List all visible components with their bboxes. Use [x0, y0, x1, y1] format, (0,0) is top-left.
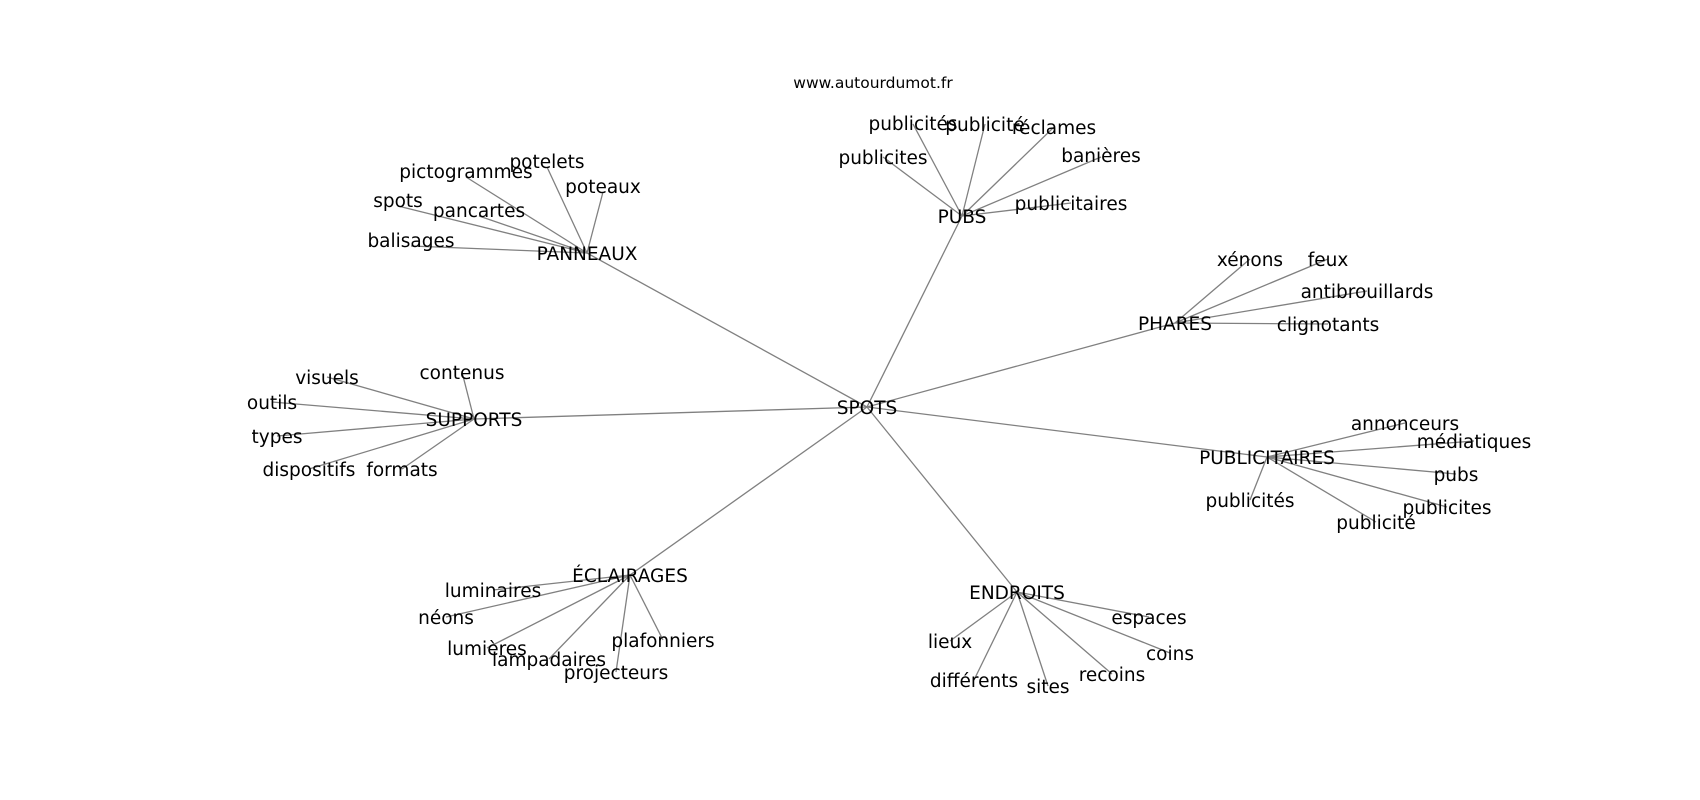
- leaf-node-lumieres: lumières: [447, 639, 527, 660]
- edge-center-pubs: [866, 215, 963, 408]
- edge-phares-clignotants: [1174, 322, 1329, 325]
- leaf-node-poteaux: poteaux: [565, 177, 641, 198]
- edge-publicitaires-publicites: [1266, 456, 1448, 508]
- edge-supports-formats: [401, 418, 475, 470]
- edge-endroits-recoins: [1016, 591, 1113, 675]
- edge-center-endroits: [866, 406, 1018, 593]
- edge-supports-dispositifs: [308, 418, 475, 470]
- edge-center-phares: [866, 322, 1176, 408]
- edge-pubs-banieres: [961, 156, 1102, 217]
- leaf-node-differents: différents: [930, 671, 1018, 692]
- edge-center-eclairages: [629, 406, 868, 576]
- edge-pubs-publicite: [961, 123, 986, 217]
- edge-panneaux-spots: [397, 205, 588, 254]
- edge-panneaux-poteaux: [586, 191, 604, 254]
- cluster-node-publicitaires: PUBLICITAIRES: [1199, 448, 1335, 469]
- edge-pubs-publicites: [912, 123, 963, 217]
- edge-endroits-sites: [1016, 591, 1049, 687]
- edge-panneaux-balisages: [410, 245, 588, 254]
- graph-labels: www.autourdumot.fr SPOTS PANNEAUX potelet…: [247, 74, 1531, 698]
- edge-supports-contenus: [461, 371, 475, 420]
- leaf-node-publicites: publicités: [868, 114, 957, 135]
- leaf-node-publicitaires: publicitaires: [1015, 194, 1128, 215]
- source-watermark: www.autourdumot.fr: [793, 74, 953, 92]
- edge-endroits-differents: [973, 591, 1018, 681]
- edge-publicitaires-publicites: [1249, 456, 1268, 501]
- cluster-node-panneaux: PANNEAUX: [537, 244, 638, 265]
- edge-endroits-espaces: [1016, 591, 1150, 618]
- leaf-node-publicites: publicites: [838, 148, 927, 169]
- leaf-node-pubs: pubs: [1434, 465, 1479, 486]
- leaf-node-lampadaires: lampadaires: [492, 650, 606, 671]
- graph-edges: [271, 123, 1475, 687]
- leaf-node-recoins: recoins: [1079, 665, 1146, 686]
- edge-endroits-coins: [1016, 591, 1171, 654]
- leaf-node-projecteurs: projecteurs: [564, 663, 669, 684]
- edge-supports-outils: [271, 401, 475, 420]
- edge-pubs-reclames: [961, 126, 1055, 217]
- edge-publicitaires-mediatiques: [1266, 440, 1475, 458]
- edge-supports-types: [276, 418, 475, 437]
- leaf-node-feux: feux: [1308, 250, 1349, 271]
- edge-panneaux-potelets: [546, 166, 588, 254]
- leaf-node-sites: sites: [1026, 677, 1069, 698]
- leaf-node-formats: formats: [366, 460, 437, 481]
- leaf-node-espaces: espaces: [1111, 608, 1186, 629]
- edge-center-supports: [473, 406, 868, 420]
- edge-eclairages-projecteurs: [615, 574, 631, 673]
- edge-eclairages-luminaires: [492, 574, 631, 591]
- leaf-node-balisages: balisages: [367, 231, 454, 252]
- edge-panneaux-pictogrammes: [465, 176, 588, 254]
- edge-endroits-lieux: [949, 591, 1018, 642]
- leaf-node-publicites: publicites: [1402, 498, 1491, 519]
- edge-phares-antibrouillards: [1174, 290, 1368, 324]
- edge-publicitaires-annonceurs: [1266, 422, 1406, 458]
- leaf-node-pictogrammes: pictogrammes: [399, 162, 532, 183]
- leaf-node-visuels: visuels: [295, 368, 359, 389]
- edge-center-publicitaires: [866, 406, 1268, 458]
- edge-pubs-publicitaires: [961, 202, 1072, 217]
- leaf-node-contenus: contenus: [420, 363, 505, 384]
- cluster-node-phares: PHARES: [1138, 314, 1212, 335]
- leaf-node-lieux: lieux: [928, 632, 972, 653]
- leaf-node-clignotants: clignotants: [1277, 315, 1379, 336]
- leaf-node-coins: coins: [1146, 644, 1194, 665]
- edge-center-panneaux: [586, 252, 868, 408]
- edge-panneaux-pancartes: [478, 215, 588, 254]
- leaf-node-annonceurs: annonceurs: [1351, 414, 1459, 435]
- edge-eclairages-lampadaires: [548, 574, 631, 660]
- leaf-node-luminaires: luminaires: [445, 581, 541, 602]
- leaf-node-pancartes: pancartes: [433, 201, 525, 222]
- edge-eclairages-plafonniers: [629, 574, 664, 641]
- leaf-node-potelets: potelets: [509, 152, 584, 173]
- cluster-node-pubs: PUBS: [938, 207, 987, 228]
- edge-publicitaires-pubs: [1266, 456, 1457, 475]
- cluster-node-supports: SUPPORTS: [426, 410, 523, 431]
- leaf-node-outils: outils: [247, 393, 297, 414]
- leaf-node-publicites: publicités: [1205, 491, 1294, 512]
- leaf-node-publicite: publicité: [1336, 513, 1415, 534]
- center-node: SPOTS: [837, 398, 898, 419]
- edge-phares-feux: [1174, 258, 1329, 324]
- edge-pubs-publicites: [882, 156, 963, 217]
- leaf-node-types: types: [252, 427, 303, 448]
- leaf-node-banieres: banières: [1061, 146, 1141, 167]
- leaf-node-publicite: publicité: [945, 115, 1024, 136]
- leaf-node-xenons: xénons: [1217, 250, 1283, 271]
- cluster-node-eclairages: ÉCLAIRAGES: [572, 565, 688, 587]
- edge-phares-xenons: [1174, 258, 1251, 324]
- leaf-node-spots: spots: [373, 191, 423, 212]
- leaf-node-neons: néons: [418, 608, 474, 629]
- leaf-node-mediatiques: médiatiques: [1417, 432, 1532, 453]
- leaf-node-dispositifs: dispositifs: [263, 460, 356, 481]
- leaf-node-reclames: réclames: [1012, 118, 1096, 139]
- edge-supports-visuels: [326, 376, 475, 420]
- leaf-node-plafonniers: plafonniers: [611, 631, 714, 652]
- edge-eclairages-neons: [445, 574, 631, 618]
- cluster-node-endroits: ENDROITS: [969, 583, 1065, 604]
- edge-eclairages-lumieres: [486, 574, 631, 649]
- leaf-node-antibrouillards: antibrouillards: [1301, 282, 1434, 303]
- edge-publicitaires-publicite: [1266, 456, 1377, 523]
